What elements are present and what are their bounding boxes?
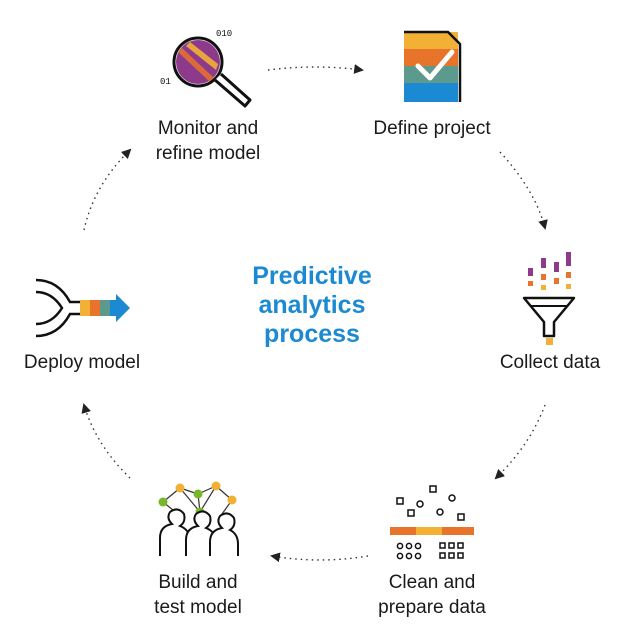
step-label-collect: Collect data xyxy=(470,350,630,375)
step-label-build: Build and test model xyxy=(118,570,278,620)
step-label-monitor: Monitor and refine model xyxy=(128,116,288,166)
magnifier-data-icon: 01 010 xyxy=(160,29,252,108)
step-label-line: Build and xyxy=(158,572,238,593)
checklist-document-icon xyxy=(404,30,462,102)
step-label-line: Monitor and xyxy=(157,118,259,139)
step-label-line: Define project xyxy=(373,118,491,139)
title-line-3: process xyxy=(264,320,360,348)
title-line-1: Predictive xyxy=(252,262,372,290)
step-label-line: test model xyxy=(154,597,242,618)
arrow-build-to-deploy xyxy=(81,403,131,479)
step-label-line: Collect data xyxy=(499,352,601,373)
step-label-line: refine model xyxy=(155,143,261,164)
arrow-monitor-to-define xyxy=(267,64,364,74)
step-label-line: Deploy model xyxy=(23,352,141,373)
step-label-clean: Clean and prepare data xyxy=(352,570,512,620)
diagram-title: Predictive analytics process xyxy=(212,262,412,349)
svg-text:01: 01 xyxy=(160,77,171,87)
step-label-line: Clean and xyxy=(388,572,476,593)
step-label-line: prepare data xyxy=(378,597,486,618)
people-network-icon xyxy=(158,481,239,556)
step-label-deploy: Deploy model xyxy=(2,350,162,375)
arrow-clean-to-build xyxy=(270,552,369,563)
data-funnel-icon xyxy=(522,252,576,345)
svg-text:010: 010 xyxy=(216,29,232,39)
title-line-2: analytics xyxy=(258,291,366,319)
merge-arrow-icon xyxy=(35,278,130,338)
arrow-define-to-collect xyxy=(499,151,548,230)
data-filter-icon xyxy=(390,485,474,560)
step-label-define: Define project xyxy=(352,116,512,141)
arrow-collect-to-clean xyxy=(494,404,546,480)
arrow-deploy-to-monitor xyxy=(83,148,132,231)
